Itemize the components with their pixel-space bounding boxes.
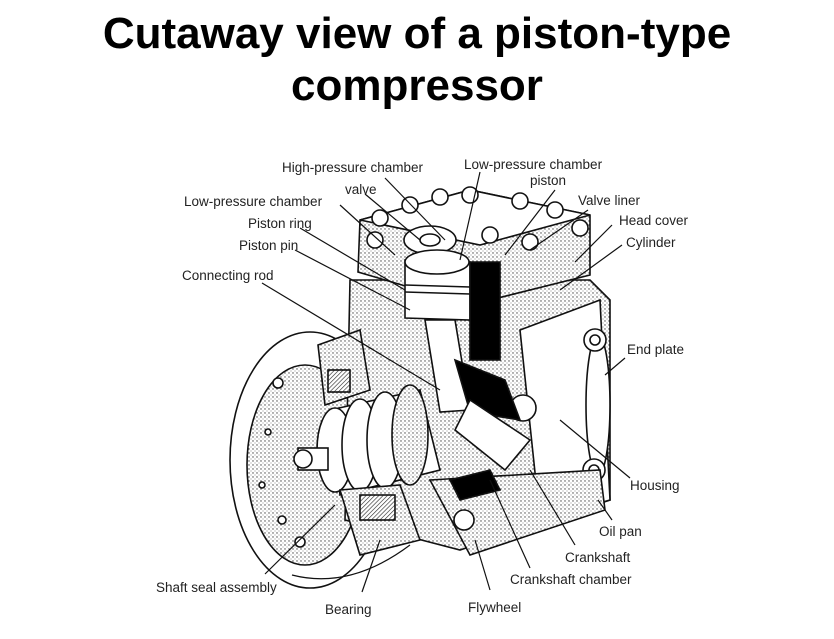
leader-lines: [261, 171, 631, 593]
label-high-pressure-chamber: High-pressure chamber: [282, 160, 424, 175]
label-connecting-rod: Connecting rod: [182, 268, 274, 283]
label-valve: valve: [345, 182, 377, 197]
label-oil-pan: Oil pan: [599, 524, 642, 539]
label-low-pressure-chamber: Low-pressure chamber: [184, 194, 323, 209]
title-line-2: compressor: [291, 61, 543, 110]
label-valve-liner: Valve liner: [578, 193, 641, 208]
label-piston-pin: Piston pin: [239, 238, 299, 253]
label-piston: piston: [530, 173, 567, 188]
diagram-title: Cutaway view of a piston-type compressor: [0, 8, 834, 112]
label-flywheel: Flywheel: [468, 600, 522, 615]
label-piston-ring: Piston ring: [248, 216, 312, 231]
crankshaft-drawing: [293, 328, 502, 556]
label-shaft-seal-assembly: Shaft seal assembly: [156, 580, 277, 595]
label-end-plate: End plate: [627, 342, 685, 357]
title-line-1: Cutaway view of a piston-type: [102, 9, 732, 58]
label-housing: Housing: [630, 478, 680, 493]
label-head-cover: Head cover: [619, 213, 689, 228]
label-crankshaft: Crankshaft: [565, 550, 631, 565]
label-low-pressure-chamber-2: Low-pressure chamber: [464, 157, 603, 172]
piston-drawing: [404, 249, 532, 472]
label-crankshaft-chamber: Crankshaft chamber: [510, 572, 632, 587]
label-bearing: Bearing: [325, 602, 372, 617]
label-cylinder: Cylinder: [626, 235, 676, 250]
